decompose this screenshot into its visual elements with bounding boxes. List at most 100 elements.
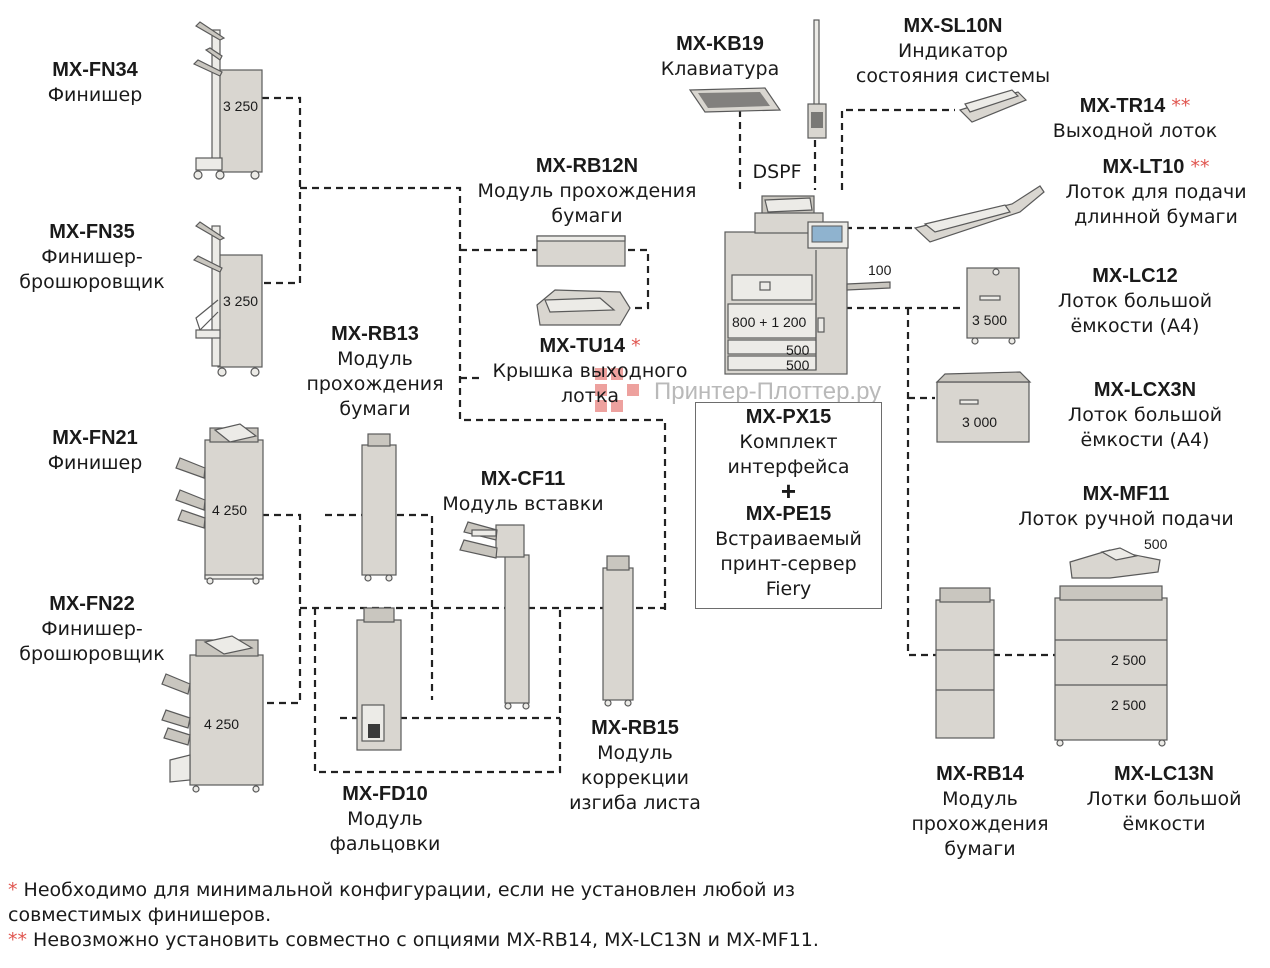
rb14-label: MX-RB14 Модуль прохождения бумаги bbox=[895, 762, 1065, 862]
mf11-label: MX-MF11 Лоток ручной подачи bbox=[1000, 482, 1252, 532]
rb12n-line-1: Модуль прохождения bbox=[477, 180, 697, 202]
tr14-line-1: Выходной лоток bbox=[1052, 120, 1218, 142]
px15-code: MX-PX15 bbox=[745, 406, 832, 428]
lc12-line-2: ёмкости (A4) bbox=[1070, 315, 1200, 337]
fn21-label: MX-FN21 Финишер bbox=[10, 426, 180, 476]
cf11-line-1: Модуль вставки bbox=[442, 493, 604, 515]
mf11-line-1: Лоток ручной подачи bbox=[1018, 508, 1234, 530]
mf11-code: MX-MF11 bbox=[1082, 483, 1170, 505]
footnote-2-line-1: Невозможно установить совместно с опциям… bbox=[27, 929, 819, 951]
fd10-line-2: фальцовки bbox=[329, 833, 441, 855]
sl10n-line-2: состояния системы bbox=[855, 65, 1051, 87]
fn35-line-1: Финишер- bbox=[41, 246, 143, 268]
fn35-code: MX-FN35 bbox=[49, 221, 135, 243]
rb15-code: MX-RB15 bbox=[591, 717, 679, 739]
lt10-line-1: Лоток для подачи bbox=[1065, 181, 1247, 203]
kb19-line-1: Клавиатура bbox=[660, 58, 780, 80]
tu14-line-2: лотка bbox=[561, 385, 619, 407]
lc12-label: MX-LC12 Лоток большой ёмкости (A4) bbox=[1040, 264, 1230, 339]
watermark-logo-icon bbox=[595, 368, 639, 412]
rb15-line-1: Модуль bbox=[597, 742, 673, 764]
pe15-code: MX-PE15 bbox=[745, 503, 832, 525]
footnote-1-mark: * bbox=[8, 879, 18, 901]
lt10-label: MX-LT10 ** Лоток для подачи длинной бума… bbox=[1046, 155, 1266, 230]
cf11-code: MX-CF11 bbox=[480, 468, 566, 490]
pe15-line-2: принт-сервер bbox=[720, 553, 857, 575]
tr14-label: MX-TR14 ** Выходной лоток bbox=[1030, 94, 1240, 144]
drawer-1-capacity: 500 bbox=[786, 342, 810, 358]
lc12-code: MX-LC12 bbox=[1092, 265, 1178, 287]
kb19-label: MX-KB19 Клавиатура bbox=[645, 32, 795, 82]
lcx3n-device bbox=[935, 371, 1032, 443]
footnote-1: * Необходимо для минимальной конфигураци… bbox=[8, 878, 795, 903]
lcx3n-code: MX-LCX3N bbox=[1093, 379, 1197, 401]
fn34-code: MX-FN34 bbox=[52, 59, 138, 81]
cf11-device bbox=[459, 521, 530, 710]
lt10-device bbox=[913, 185, 1045, 243]
fd10-label: MX-FD10 Модуль фальцовки bbox=[310, 782, 460, 857]
fd10-device bbox=[356, 607, 402, 751]
rb15-line-2: коррекции bbox=[580, 767, 690, 789]
rb13-label: MX-RB13 Модуль прохождения бумаги bbox=[295, 322, 455, 422]
fn35-label: MX-FN35 Финишер- брошюровщик bbox=[2, 220, 182, 295]
lc13n-line-2: ёмкости bbox=[1122, 813, 1206, 835]
rb12n-label: MX-RB12N Модуль прохождения бумаги bbox=[462, 154, 712, 229]
lc13n-code: MX-LC13N bbox=[1113, 763, 1214, 785]
interface-box: MX-PX15 Комплект интерфейса + MX-PE15 Вс… bbox=[695, 402, 882, 609]
sl10n-line-1: Индикатор bbox=[898, 40, 1008, 62]
lt10-mark: ** bbox=[1190, 156, 1210, 178]
fn22-code: MX-FN22 bbox=[49, 593, 135, 615]
lcx3n-capacity: 3 000 bbox=[962, 414, 998, 430]
tu14-code: MX-TU14 bbox=[539, 335, 626, 357]
rb14-device bbox=[935, 587, 995, 739]
px15-line-2: интерфейса bbox=[727, 456, 850, 478]
lc13n-line-1: Лотки большой bbox=[1086, 788, 1242, 810]
rb12n-line-2: бумаги bbox=[551, 205, 623, 227]
rb13-code: MX-RB13 bbox=[331, 323, 419, 345]
sl10n-label: MX-SL10N Индикатор состояния системы bbox=[838, 14, 1068, 89]
lc13n-capacity-upper: 2 500 bbox=[1111, 652, 1147, 668]
rb15-line-3: изгиба листа bbox=[569, 792, 701, 814]
cf11-label: MX-CF11 Модуль вставки bbox=[432, 467, 614, 517]
kb19-code: MX-KB19 bbox=[676, 33, 764, 55]
lt10-code: MX-LT10 bbox=[1102, 156, 1185, 178]
sl10n-device bbox=[807, 19, 827, 139]
pe15-line-3: Fiery bbox=[765, 578, 812, 600]
lcx3n-line-2: ёмкости (A4) bbox=[1080, 429, 1210, 451]
rb12n-code: MX-RB12N bbox=[535, 155, 639, 177]
rb12n-device bbox=[536, 235, 626, 267]
main-unit-device bbox=[724, 195, 891, 375]
footnote-1-line-1: Необходимо для минимальной конфигурации,… bbox=[17, 879, 795, 901]
fn21-code: MX-FN21 bbox=[52, 427, 138, 449]
lc12-capacity: 3 500 bbox=[972, 312, 1008, 328]
fn34-capacity: 3 250 bbox=[223, 98, 259, 114]
fn21-line-1: Финишер bbox=[47, 452, 143, 474]
drawer-2-capacity: 500 bbox=[786, 357, 810, 373]
fn22-capacity: 4 250 bbox=[204, 716, 240, 732]
footnote-2-mark: ** bbox=[8, 929, 27, 951]
fn22-label: MX-FN22 Финишер- брошюровщик bbox=[2, 592, 182, 667]
kb19-device bbox=[688, 87, 782, 113]
rb14-line-3: бумаги bbox=[944, 838, 1016, 860]
fn22-line-1: Финишер- bbox=[41, 618, 143, 640]
fn22-device bbox=[161, 635, 264, 793]
plus-sign: + bbox=[780, 476, 797, 506]
lc13n-device bbox=[1054, 585, 1168, 747]
fn21-device bbox=[175, 423, 264, 585]
footnote-1-cont: совместимых финишеров. bbox=[8, 903, 271, 928]
rb15-device bbox=[602, 555, 634, 707]
fn21-capacity: 4 250 bbox=[212, 502, 248, 518]
sl10n-code: MX-SL10N bbox=[903, 15, 1003, 37]
lc13n-capacity-lower: 2 500 bbox=[1111, 697, 1147, 713]
rb13-device bbox=[361, 433, 397, 582]
lcx3n-label: MX-LCX3N Лоток большой ёмкости (A4) bbox=[1050, 378, 1240, 453]
fd10-code: MX-FD10 bbox=[342, 783, 428, 805]
fn35-line-2: брошюровщик bbox=[19, 271, 165, 293]
bypass-capacity: 100 bbox=[868, 262, 892, 278]
mf11-device bbox=[1069, 547, 1161, 579]
tu14-mark: * bbox=[631, 335, 641, 357]
fn35-device bbox=[192, 221, 263, 377]
pe15-line-1: Встраиваемый bbox=[715, 528, 862, 550]
tray-capacity: 800 + 1 200 bbox=[732, 314, 807, 330]
